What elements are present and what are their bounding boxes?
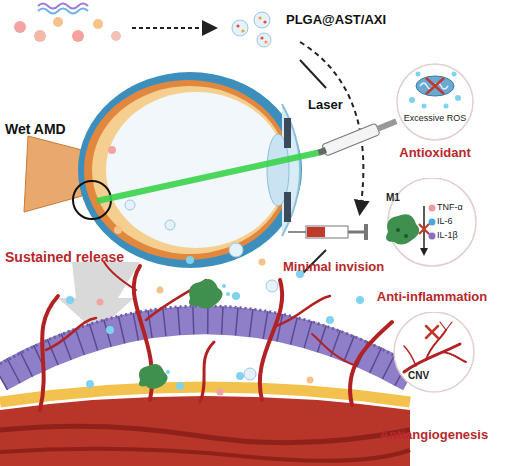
drug-dots — [14, 17, 121, 42]
laser-beam — [96, 146, 336, 204]
cell-label: M1 — [386, 192, 406, 203]
cytokine-label: IL-1β — [437, 231, 477, 241]
retina-tissue — [0, 243, 410, 466]
cytokine-label: TNF-α — [437, 203, 477, 213]
dotted-arrow — [132, 27, 214, 29]
effect-label: CNV — [408, 370, 438, 381]
polymer-wave — [38, 9, 88, 14]
material-label: PLGA@AST/AXI — [286, 13, 386, 27]
effect-heading: Antioxidant — [377, 146, 493, 160]
effect-heading: Antiangiogenesis — [374, 428, 494, 442]
syringe — [288, 224, 368, 240]
feature-label: Minimal invision — [283, 260, 384, 274]
laser-device — [316, 116, 398, 159]
speculum-line — [300, 60, 326, 88]
effect-label: Excessive ROS — [377, 114, 493, 124]
dashed-arrow — [300, 42, 363, 212]
laser-label: Laser — [308, 98, 343, 112]
antiangiogenesis-circle: CNV Antiangiogenesis — [374, 312, 494, 452]
eye — [24, 72, 302, 268]
antioxidant-circle: Excessive ROS Antioxidant — [377, 62, 493, 166]
anti-inflammation-circle: M1TNF-αIL-6IL-1βAnti-inflammation — [374, 178, 490, 308]
cytokine-label: IL-6 — [437, 217, 477, 227]
feature-label: Sustained release — [5, 250, 124, 265]
effect-heading: Anti-inflammation — [374, 290, 490, 304]
nanoparticles — [232, 12, 271, 47]
disease-label: Wet AMD — [5, 122, 66, 137]
